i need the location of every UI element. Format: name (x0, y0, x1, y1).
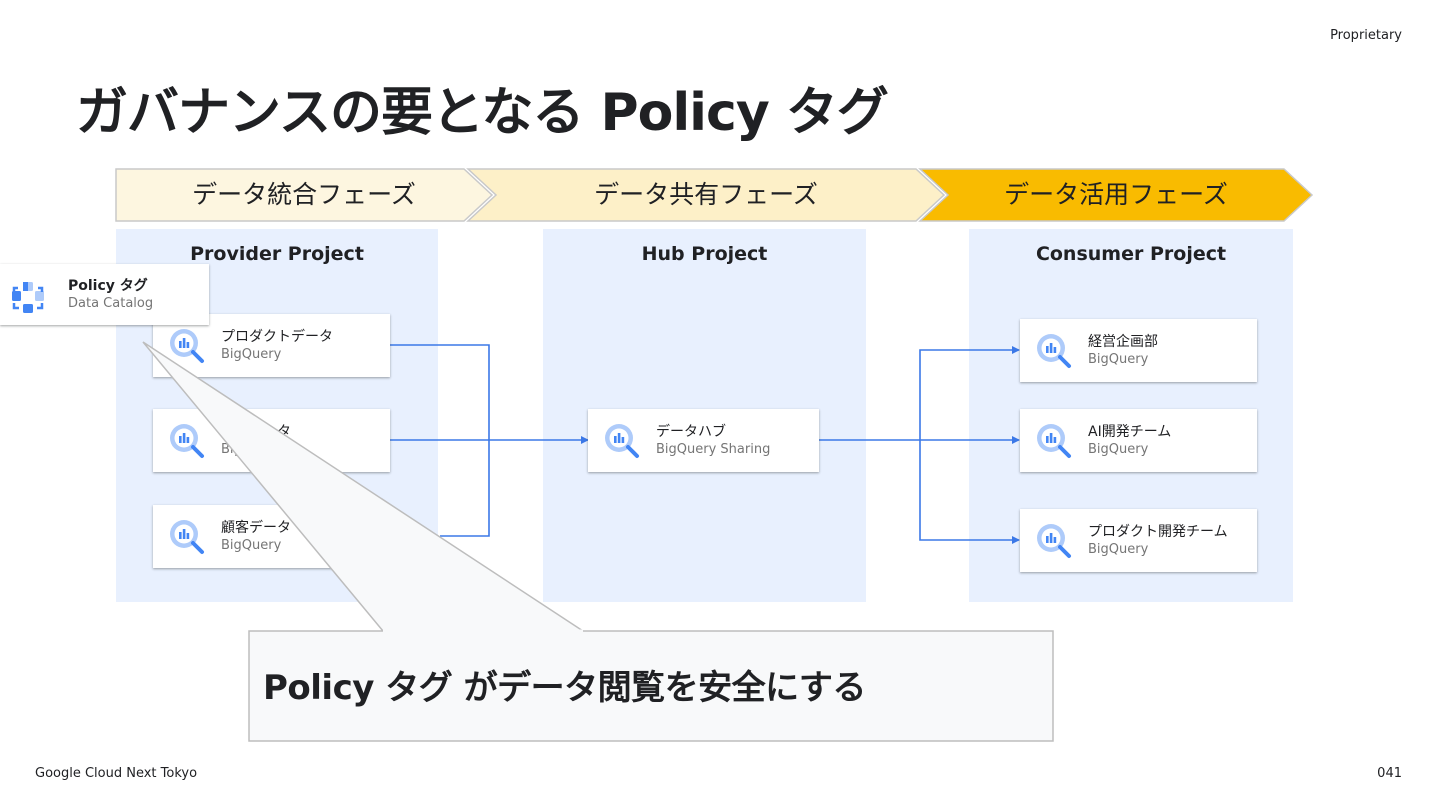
footer-event-name: Google Cloud Next Tokyo (35, 766, 198, 781)
bigquery-icon (170, 329, 204, 363)
slide-title: ガバナンスの要となる Policy タグ (76, 83, 889, 143)
policy-tag-service: Data Catalog (68, 296, 154, 311)
connector-provider-3 (440, 440, 490, 537)
card-service: BigQuery Sharing (656, 442, 771, 457)
bigquery-icon (1037, 334, 1071, 368)
phase-label-integration: データ統合フェーズ (192, 180, 416, 209)
bigquery-icon (1037, 424, 1071, 458)
page-number: 041 (1377, 766, 1402, 781)
policy-tag-name: Policy タグ (68, 278, 148, 294)
data-catalog-icon (12, 282, 44, 313)
card-service: BigQuery (221, 347, 282, 362)
hub-project-title: Hub Project (641, 243, 768, 265)
connector-provider-1 (390, 344, 490, 440)
card-service: BigQuery (221, 538, 282, 553)
bigquery-icon (170, 424, 204, 458)
connector-consumer-3 (919, 440, 1020, 544)
phase-label-sharing: データ共有フェーズ (594, 180, 818, 209)
consumer-card-planning[interactable]: 経営企画部 BigQuery (1020, 319, 1257, 382)
consumer-card-ai-team[interactable]: AI開発チーム BigQuery (1020, 409, 1257, 472)
consumer-project-title: Consumer Project (1035, 243, 1227, 265)
provider-project-title: Provider Project (190, 243, 364, 265)
phase-chevron-integration (115, 168, 494, 222)
callout-text: Policy タグ がデータ閲覧を安全にする (263, 668, 866, 708)
card-name: データハブ (656, 424, 726, 440)
card-name: 顧客データ (221, 520, 291, 536)
proprietary-label: Proprietary (1330, 28, 1402, 43)
card-service: BigQuery (1088, 542, 1149, 557)
phase-label-usage: データ活用フェーズ (1004, 180, 1228, 209)
phase-chevron-usage (918, 168, 1314, 222)
bigquery-icon (1037, 524, 1071, 558)
card-name: AI開発チーム (1088, 424, 1172, 440)
bigquery-icon (170, 520, 204, 554)
phase-chevron-sharing (466, 168, 946, 222)
bigquery-icon (605, 424, 639, 458)
card-name: プロダクト開発チーム (1088, 524, 1228, 540)
consumer-card-product-team[interactable]: プロダクト開発チーム BigQuery (1020, 509, 1257, 572)
connector-consumer-1 (919, 346, 1020, 440)
card-service: BigQuery (1088, 352, 1149, 367)
policy-tag-card[interactable]: Policy タグ Data Catalog (0, 264, 209, 325)
card-name: 経営企画部 (1088, 334, 1158, 350)
hub-card-data-hub[interactable]: データハブ BigQuery Sharing (588, 409, 819, 472)
card-service: BigQuery (1088, 442, 1149, 457)
card-name: プロダクトデータ (221, 329, 333, 345)
